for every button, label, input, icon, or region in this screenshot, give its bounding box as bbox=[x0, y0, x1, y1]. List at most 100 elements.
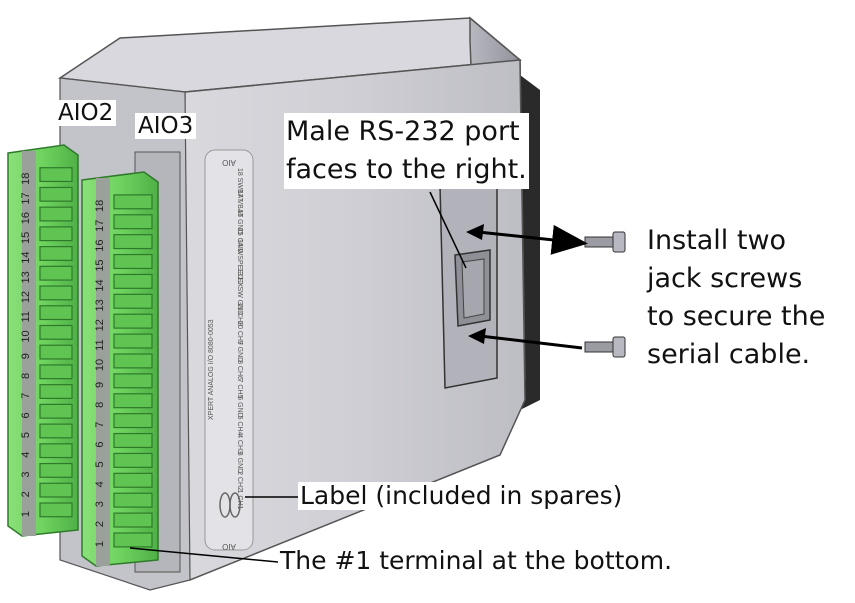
terminal-screw-15 bbox=[39, 226, 73, 242]
aio3-label: AIO3 bbox=[135, 113, 197, 139]
terminal-number: 12 bbox=[20, 291, 32, 303]
terminal-number: 3 bbox=[20, 471, 32, 477]
terminal-number: 17 bbox=[20, 192, 32, 204]
terminal-number: 16 bbox=[94, 240, 106, 252]
device-label-row: 12 SW GND bbox=[236, 277, 243, 316]
terminal-screw-3 bbox=[113, 492, 153, 508]
device-label-row: 5 CH4 bbox=[236, 416, 243, 436]
terminal-number: 18 bbox=[94, 200, 106, 212]
terminal-screw-10 bbox=[113, 353, 153, 369]
rs232-callout: Male RS-232 port faces to the right. bbox=[284, 113, 529, 189]
device-label-row: 7 CH5 bbox=[236, 379, 243, 399]
terminal-number: 7 bbox=[94, 422, 106, 428]
terminal-callout: The #1 terminal at the bottom. bbox=[278, 546, 675, 575]
terminal-screw-3 bbox=[39, 462, 73, 478]
terminal-number: 15 bbox=[20, 232, 32, 244]
terminal-screw-7 bbox=[39, 384, 73, 399]
terminal-number: 14 bbox=[20, 251, 32, 263]
terminal-number: 10 bbox=[94, 359, 106, 371]
device-label-row: 18 SWBAT bbox=[236, 168, 243, 203]
device-label-strip bbox=[204, 149, 254, 551]
arrow-jack-bottom bbox=[479, 334, 583, 350]
device-label-row: 3 GND bbox=[236, 452, 243, 473]
terminal-screw-13 bbox=[113, 293, 153, 309]
device-label-row: 17 VBAT bbox=[236, 190, 243, 218]
terminal-number: 6 bbox=[94, 441, 106, 447]
device-label-row: 10 CH7 bbox=[236, 321, 243, 345]
device-label-row: 8 CH6 bbox=[236, 360, 243, 380]
terminal-screw-15 bbox=[113, 253, 153, 270]
terminal-number: 11 bbox=[94, 339, 106, 350]
terminal-screw-5 bbox=[39, 423, 73, 439]
terminal-number: 4 bbox=[94, 481, 106, 487]
jack-screw-bottom-icon bbox=[584, 336, 626, 358]
device-label-row: 2 CH2 bbox=[236, 471, 243, 491]
arrowhead-bottom bbox=[468, 328, 486, 344]
terminal-screw-8 bbox=[39, 364, 73, 380]
terminal-number: 10 bbox=[20, 330, 32, 342]
arrow-jack-top bbox=[477, 224, 588, 255]
jack-callout-line3: to secure the bbox=[647, 301, 826, 332]
terminal-screw-2 bbox=[113, 512, 153, 528]
terminal-number: 8 bbox=[94, 402, 106, 408]
terminal-number: 5 bbox=[94, 461, 106, 467]
terminal-screw-17 bbox=[113, 214, 153, 230]
jack-callout-line4: serial cable. bbox=[647, 339, 811, 370]
aio2-block-number-strip bbox=[22, 151, 36, 536]
device-label-row: 4 CH3 bbox=[236, 434, 243, 454]
terminal-screw-12 bbox=[39, 285, 73, 301]
terminal-number: 2 bbox=[20, 491, 32, 497]
terminal-screw-6 bbox=[39, 403, 73, 419]
jack-screw-top-icon bbox=[584, 231, 626, 253]
arrowhead-top bbox=[466, 224, 484, 240]
terminal-screw-14 bbox=[113, 273, 153, 289]
terminal-number: 9 bbox=[94, 382, 106, 388]
terminal-number: 14 bbox=[94, 279, 106, 291]
terminal-number: 13 bbox=[94, 299, 106, 311]
aio3-block-number-strip bbox=[96, 178, 110, 566]
terminal-number: 4 bbox=[20, 452, 32, 458]
terminal-screw-7 bbox=[113, 413, 153, 429]
terminal-number: 11 bbox=[20, 311, 32, 322]
jack-callout-line1: Install two bbox=[647, 225, 787, 256]
label-cutout-icon bbox=[219, 492, 241, 518]
terminal-screw-10 bbox=[39, 324, 73, 340]
terminal-number: 2 bbox=[94, 521, 106, 527]
terminal-number: 8 bbox=[20, 373, 32, 379]
terminal-screw-18 bbox=[113, 194, 153, 210]
rs232-callout-line1: Male RS-232 port bbox=[286, 116, 520, 147]
device-label-row: 13 EX bbox=[236, 268, 243, 287]
terminal-number: 3 bbox=[94, 501, 106, 507]
rs232-callout-line2: faces to the right. bbox=[286, 154, 527, 185]
terminal-screw-16 bbox=[113, 234, 153, 250]
terminal-screw-4 bbox=[39, 443, 73, 459]
terminal-number: 16 bbox=[20, 212, 32, 224]
terminal-screw-2 bbox=[39, 482, 73, 498]
terminal-screw-12 bbox=[113, 313, 153, 329]
terminal-number: 5 bbox=[20, 432, 32, 438]
device-label-footer: AIO bbox=[222, 542, 236, 551]
terminal-screw-9 bbox=[113, 373, 153, 389]
terminal-number: 7 bbox=[20, 393, 32, 399]
terminal-number: 18 bbox=[20, 173, 32, 185]
device-label-row: 11 CH8 bbox=[236, 303, 243, 326]
aio2-label: AIO2 bbox=[55, 100, 117, 126]
device-label-row: 16 GND bbox=[236, 209, 243, 234]
terminal-screw-1 bbox=[113, 532, 153, 548]
rs232-port-inner bbox=[461, 258, 485, 319]
terminal-number: 6 bbox=[20, 412, 32, 418]
terminal-screw-4 bbox=[113, 472, 153, 488]
terminal-number: 12 bbox=[94, 319, 106, 331]
device-label-row: 9 GND bbox=[236, 341, 243, 362]
terminal-screw-11 bbox=[113, 333, 153, 349]
terminal-number: 17 bbox=[94, 220, 106, 232]
leader-rs232 bbox=[429, 191, 467, 269]
terminal-number: 9 bbox=[20, 353, 32, 359]
terminal-number: 13 bbox=[20, 271, 32, 283]
terminal-screw-5 bbox=[113, 452, 153, 468]
terminal-number: 1 bbox=[20, 511, 32, 517]
